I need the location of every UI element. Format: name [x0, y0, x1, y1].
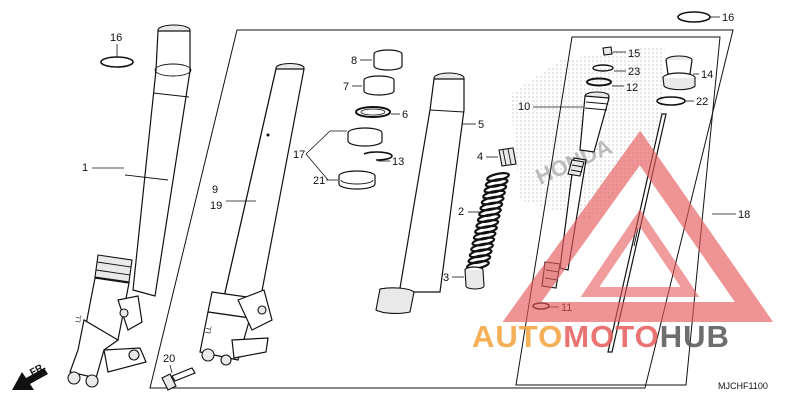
diagram-code: MJCHF1100 — [718, 381, 768, 391]
callout-21: 21 — [313, 175, 325, 187]
part-7-bushing — [363, 75, 395, 96]
part-13-clip — [363, 151, 393, 161]
part-5-outer-tube — [375, 72, 465, 314]
callout-7: 7 — [343, 81, 349, 93]
svg-text:LL: LL — [75, 314, 83, 323]
part-1-fork-assembly: LL — [67, 24, 192, 388]
front-arrow-icon — [12, 368, 48, 390]
part-20-bolt — [161, 367, 196, 391]
callout-14: 14 — [701, 69, 713, 81]
assembly-box-damper — [515, 36, 721, 386]
svg-text:LL: LL — [205, 325, 213, 334]
watermark-logo — [502, 130, 774, 322]
callout-17: 17 — [293, 149, 305, 161]
callout-22: 22 — [696, 96, 708, 108]
part-17-seal — [347, 127, 383, 147]
svg-text:AUTOMOTOHUB: AUTOMOTOHUB — [472, 319, 730, 354]
part-2-spring — [466, 172, 510, 270]
leader-17 — [305, 130, 347, 155]
callout-16-left: 16 — [110, 32, 122, 44]
callout-23: 23 — [628, 66, 640, 78]
part-21-dust-seal — [338, 170, 376, 190]
callout-20: 20 — [163, 353, 175, 365]
callout-15: 15 — [628, 48, 640, 60]
callout-3: 3 — [443, 272, 449, 284]
watermark-text: AUTOMOTOHUB — [472, 319, 730, 354]
callout-1: 1 — [82, 162, 88, 174]
front-label: FR. — [28, 361, 48, 378]
callout-5: 5 — [478, 119, 484, 131]
part-23-ring — [592, 64, 614, 72]
part-6-washer — [355, 106, 391, 118]
part-16-oring-right — [677, 11, 711, 23]
leader-17b — [305, 153, 329, 181]
watermark-moto: MOTO — [563, 319, 659, 354]
callout-18: 18 — [738, 209, 750, 221]
watermark-hub: HUB — [660, 319, 730, 354]
part-8-bushing — [373, 49, 403, 71]
assembly-box-outer — [149, 29, 734, 389]
callout-2: 2 — [458, 206, 464, 218]
part-16-oring-left — [100, 56, 134, 68]
part-4-nut — [498, 147, 517, 167]
part-9-inner-tube: LL — [199, 62, 305, 366]
callout-19: 19 — [210, 200, 222, 212]
callout-12: 12 — [626, 82, 638, 94]
watermark-auto: AUTO — [472, 319, 563, 354]
part-15-nut — [602, 46, 613, 56]
callout-4: 4 — [477, 151, 483, 163]
part-3-spacer — [464, 266, 485, 290]
callout-13: 13 — [392, 156, 404, 168]
part-12-washer — [586, 77, 612, 87]
callout-16-right: 16 — [722, 12, 734, 24]
callout-10: 10 — [518, 101, 530, 113]
callout-6: 6 — [402, 109, 408, 121]
leader-20 — [169, 364, 173, 374]
callout-8: 8 — [351, 55, 357, 67]
callout-9: 9 — [212, 184, 218, 196]
part-14-fork-cap — [662, 55, 696, 91]
